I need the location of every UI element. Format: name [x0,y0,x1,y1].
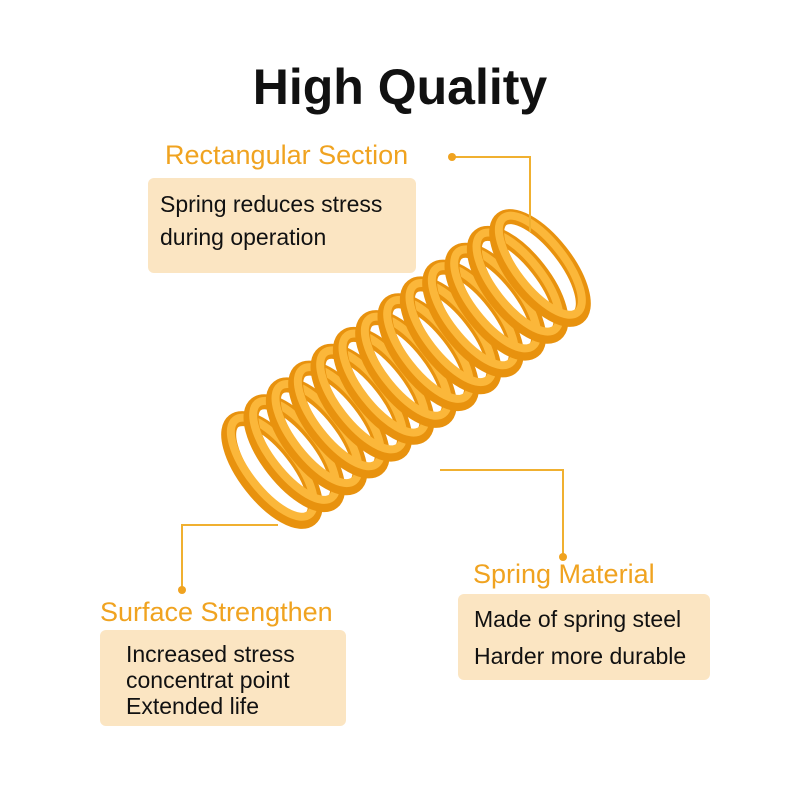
callout-leader-lines [181,156,564,590]
callout-text: Harder more durable [474,643,687,669]
leader-line-rectangular-section [452,156,531,232]
callout-text: Extended life [126,693,259,719]
callout-text: Spring reduces stress [160,191,383,217]
spring-coil-highlight [494,211,586,319]
callout-text: during operation [160,224,327,250]
leader-line-spring-material [440,469,564,557]
heading-spring-material: Spring Material [473,559,655,589]
leader-dot [178,586,186,594]
callout-box-rectangular-section: Spring reduces stress during operation [148,178,416,273]
leader-dot [559,553,567,561]
callout-box-spring-material: Made of spring steel Harder more durable [458,594,710,680]
callout-box-surface-strengthen: Increased stress concentrat point Extend… [100,630,346,726]
callout-text: concentrat point [126,667,290,693]
heading-surface-strengthen: Surface Strengthen [100,597,333,627]
leader-line-surface-strengthen [181,524,278,590]
spring-coils [221,209,591,529]
leader-dot [448,153,456,161]
callout-text: Increased stress [126,641,295,667]
heading-rectangular-section: Rectangular Section [165,140,409,170]
page-title: High Quality [252,59,548,115]
spring-coil-highlight [472,228,564,336]
callout-text: Made of spring steel [474,606,682,632]
